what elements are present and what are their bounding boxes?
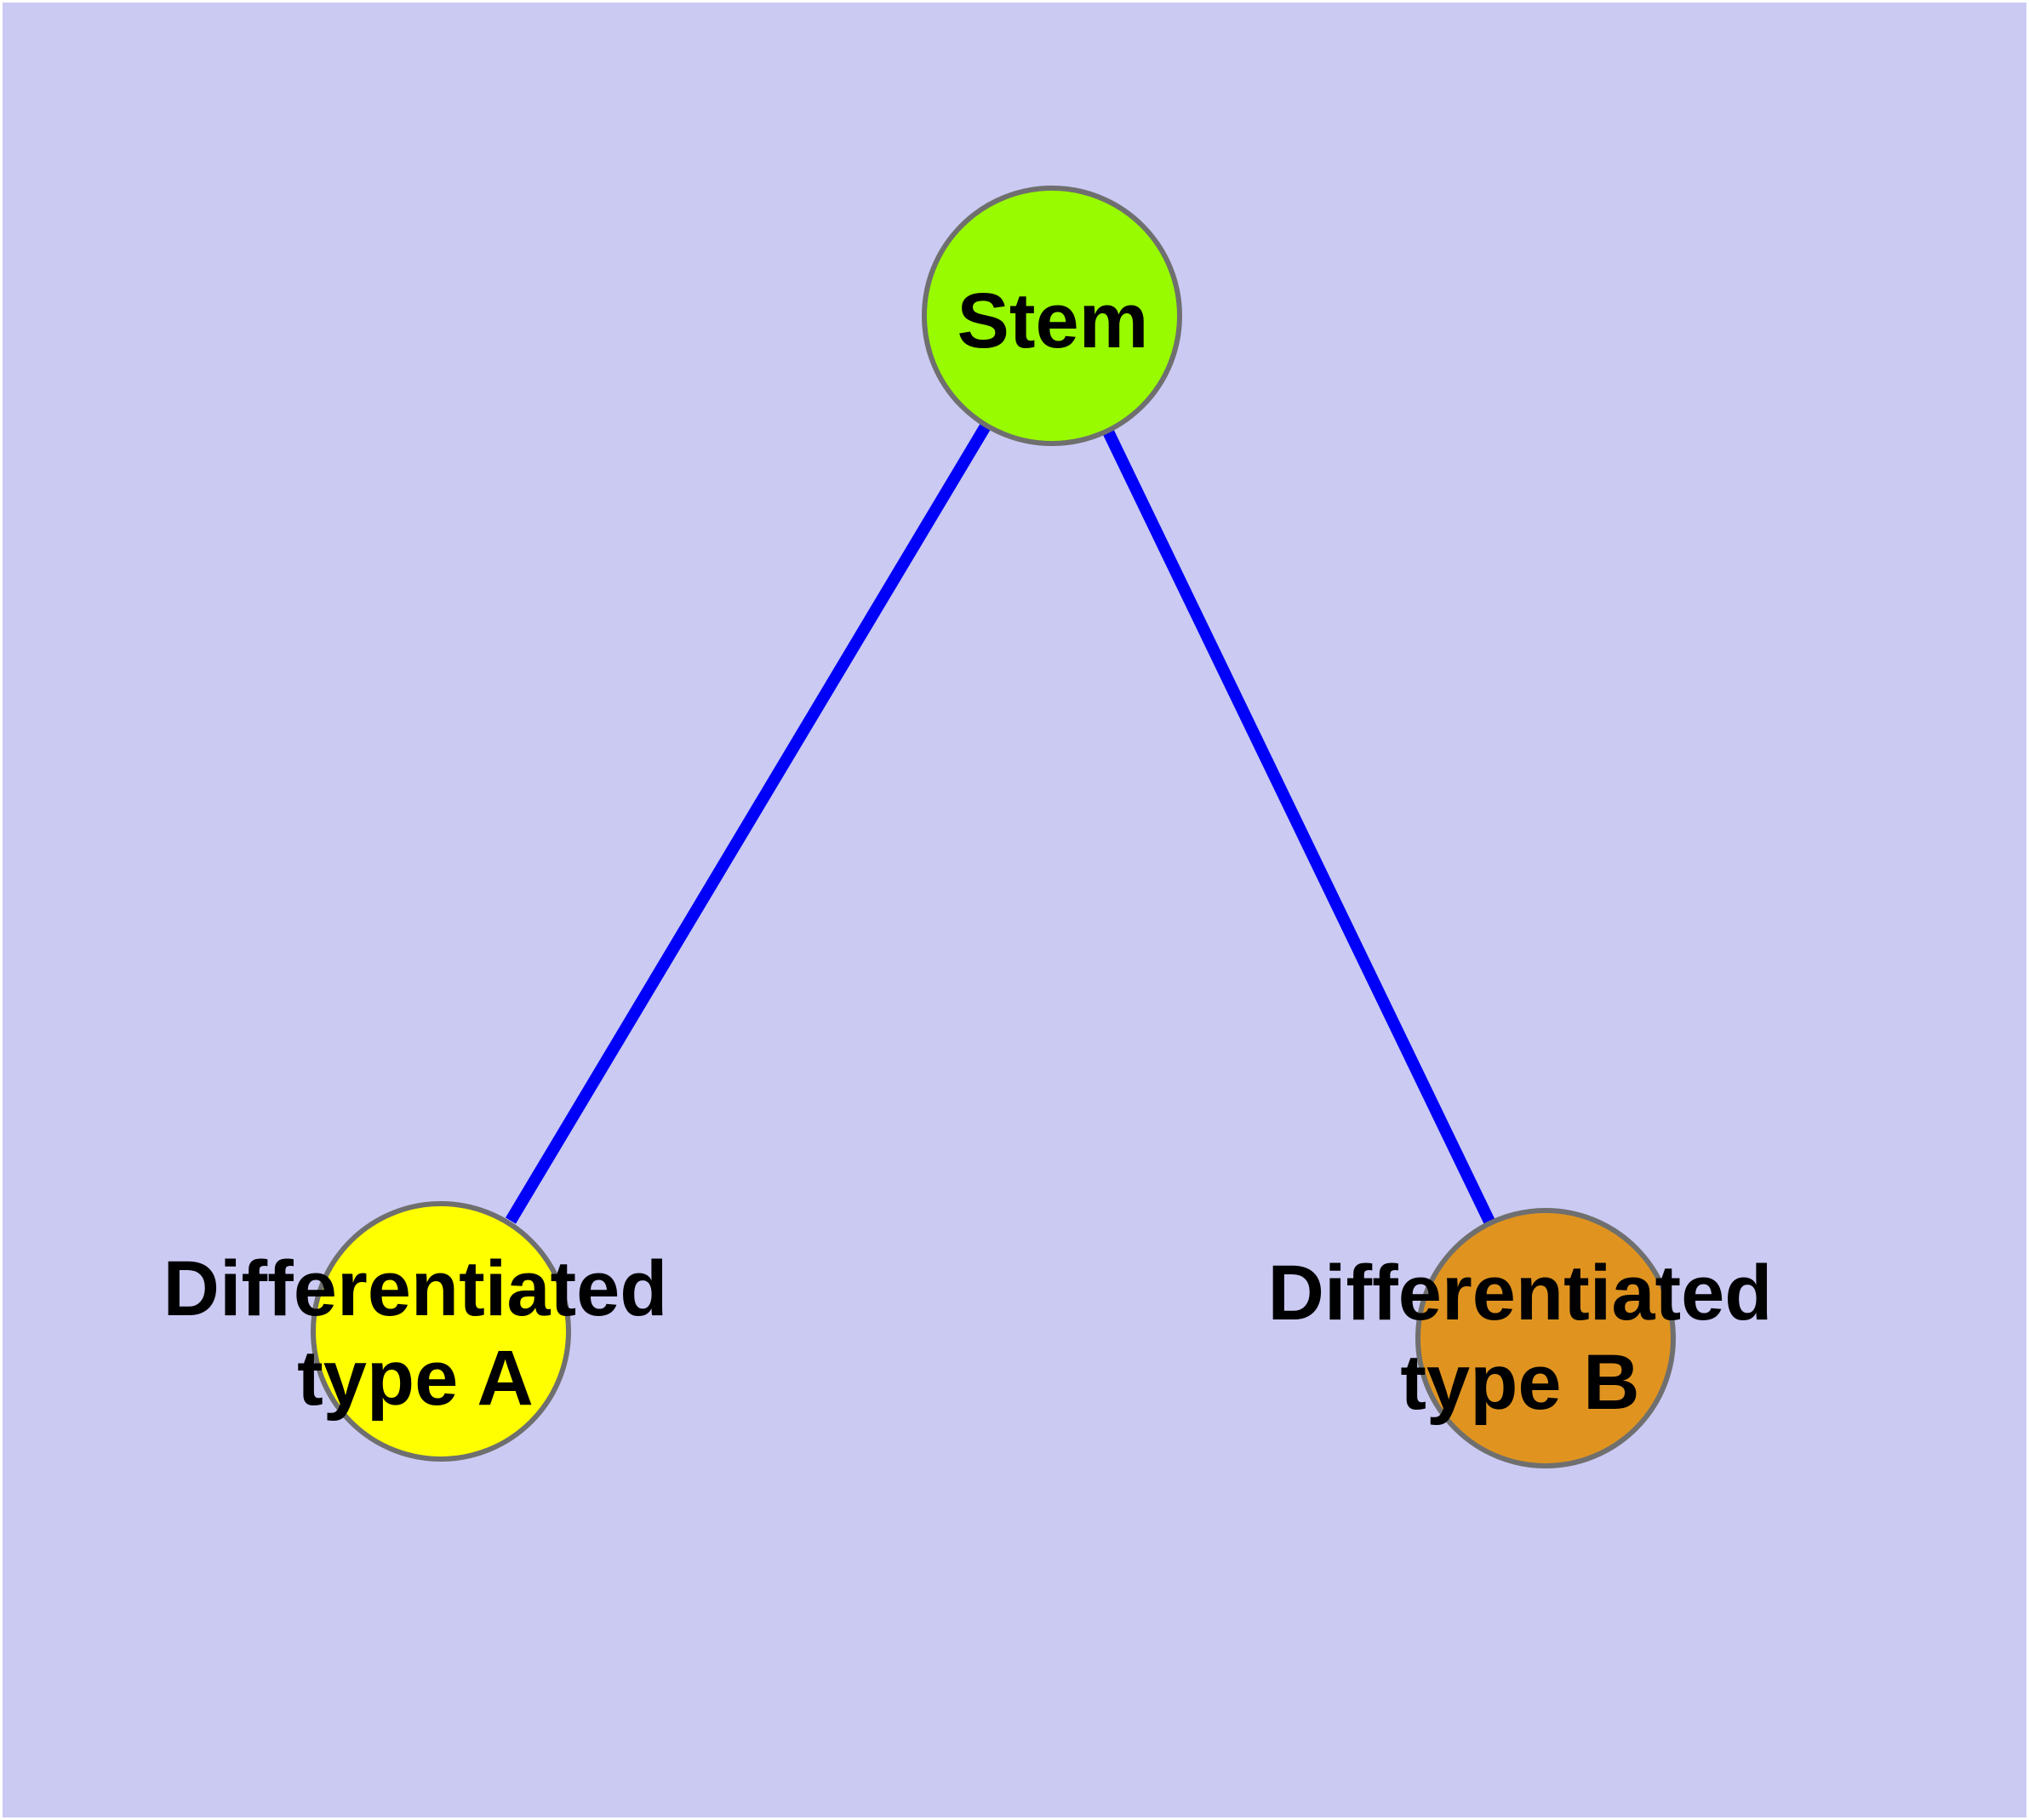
node-stem — [922, 186, 1182, 446]
node-label-type-a-line1: Differentiated — [163, 1245, 668, 1332]
edge-stem-to-type-b — [1101, 426, 1496, 1227]
node-label-type-a-line2: type A — [297, 1335, 534, 1422]
node-differentiated-type-b — [1415, 1208, 1676, 1468]
node-label-type-b-line1: Differentiated — [1268, 1250, 1773, 1336]
node-differentiated-type-a — [311, 1201, 571, 1462]
node-label-type-b-line2: type B — [1400, 1339, 1639, 1426]
node-label-stem: Stem — [957, 278, 1149, 364]
edge-stem-to-type-a — [505, 421, 992, 1224]
